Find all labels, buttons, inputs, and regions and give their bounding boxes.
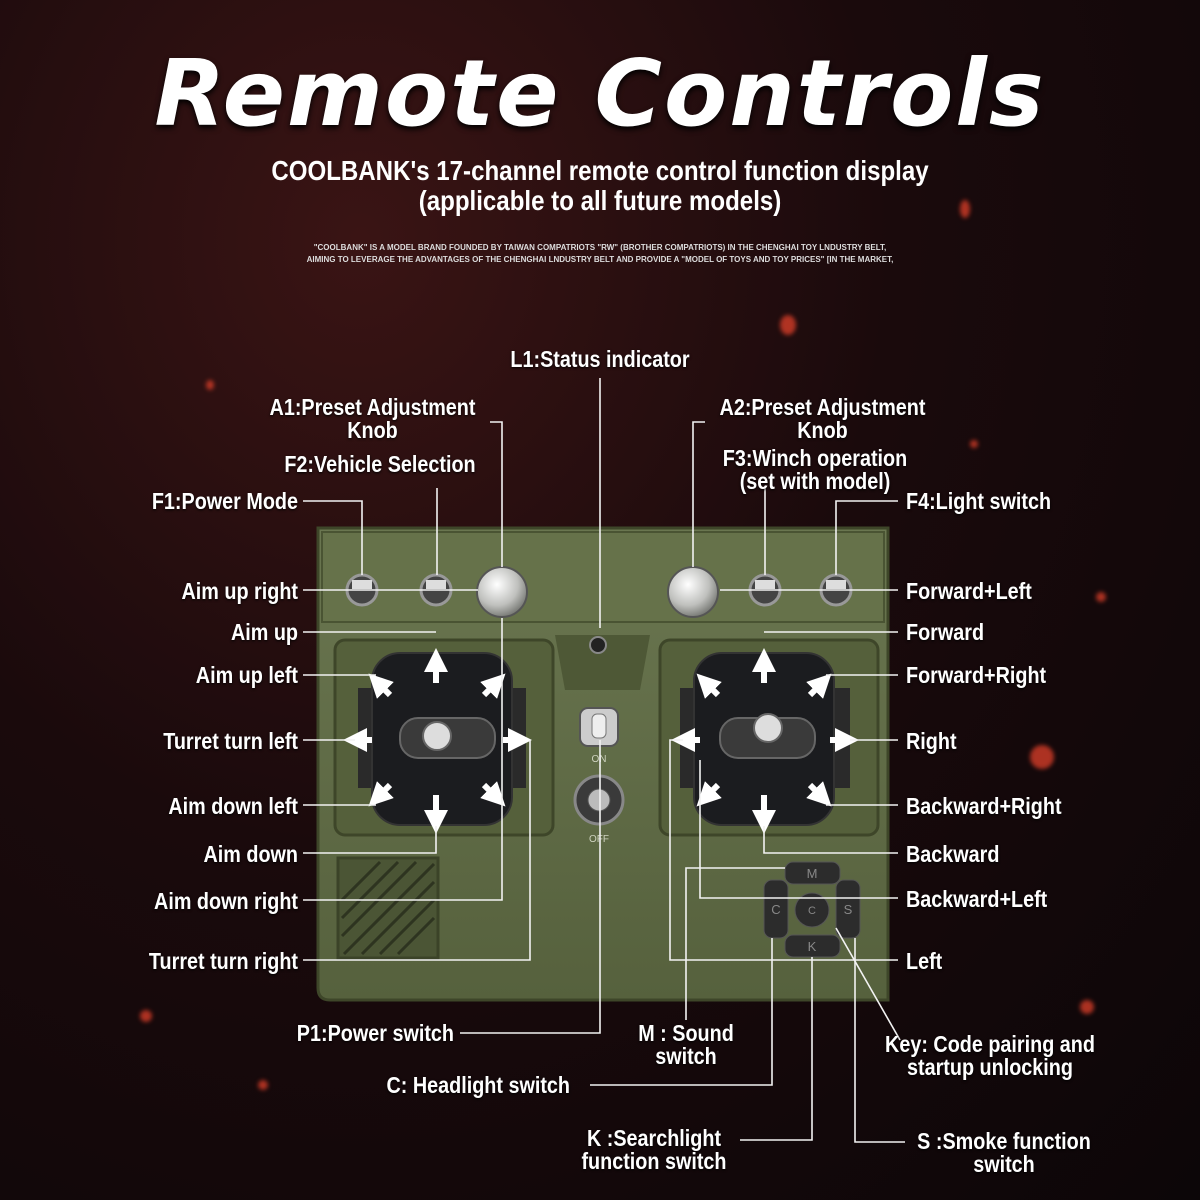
a1-knob — [476, 566, 528, 618]
label-s-line-1: S :Smoke function — [917, 1128, 1091, 1154]
m-button — [784, 861, 841, 885]
ember — [960, 200, 970, 218]
label-s-smoke-function-switch: S :Smoke function switch — [906, 1130, 1102, 1176]
label-f4-light-switch: F4:Light switch — [906, 488, 1052, 514]
label-aim-down-left: Aim down left — [168, 793, 298, 819]
svg-text:C: C — [771, 902, 780, 917]
right-joystick — [680, 652, 850, 826]
label-f2-vehicle-selection: F2:Vehicle Selection — [284, 451, 476, 477]
label-aim-up-left: Aim up left — [195, 662, 298, 688]
label-aim-up-right: Aim up right — [181, 578, 298, 604]
label-key-line-2: startup unlocking — [907, 1054, 1073, 1080]
label-key-line-1: Key: Code pairing and — [885, 1031, 1095, 1057]
brand-note-line-2: AIMING TO LEVERAGE THE ADVANTAGES OF THE… — [306, 255, 894, 264]
ember — [970, 440, 978, 448]
center-bay — [555, 635, 650, 690]
ember — [780, 315, 796, 335]
label-left: Left — [906, 948, 943, 974]
ember — [258, 1080, 268, 1090]
status-indicator-light — [589, 636, 607, 654]
label-key-code-pairing: Key: Code pairing and startup unlocking — [874, 1033, 1106, 1079]
label-forward-left: Forward+Left — [906, 578, 1032, 604]
label-c-headlight-switch: C: Headlight switch — [386, 1072, 570, 1098]
label-s-line-2: switch — [973, 1151, 1035, 1177]
label-f3-line-1: F3:Winch operation — [722, 445, 908, 471]
ember — [1096, 592, 1106, 602]
label-backward-left: Backward+Left — [906, 886, 1048, 912]
label-a1-preset-knob: A1:Preset Adjustment Knob — [259, 396, 487, 442]
ember — [1030, 745, 1054, 769]
brand-note: "COOLBANK" IS A MODEL BRAND FOUNDED BY T… — [100, 242, 1100, 266]
leader-lines — [303, 378, 905, 1143]
label-forward: Forward — [906, 619, 985, 645]
a2-knob — [667, 566, 719, 618]
label-k-searchlight-switch: K :Searchlight function switch — [556, 1127, 752, 1173]
label-f1-power-mode: F1:Power Mode — [151, 488, 298, 514]
label-f3-line-2: (set with model) — [739, 468, 891, 494]
ember — [1080, 1000, 1094, 1014]
subtitle-line-2: (applicable to all future models) — [418, 185, 782, 216]
label-k-line-1: K :Searchlight — [586, 1125, 722, 1151]
svg-text:K: K — [808, 939, 817, 954]
label-aim-up: Aim up — [230, 619, 298, 645]
off-label: OFF — [589, 834, 609, 845]
label-l1-status-indicator: L1:Status indicator — [510, 346, 690, 372]
c-button — [763, 879, 789, 939]
label-a1-line-1: A1:Preset Adjustment — [269, 394, 476, 420]
label-k-line-2: function switch — [581, 1148, 727, 1174]
ember — [140, 1010, 152, 1022]
label-a2-line-1: A2:Preset Adjustment — [719, 394, 926, 420]
label-m-line-1: M : Sound — [638, 1020, 734, 1046]
svg-text:S: S — [844, 902, 853, 917]
brand-note-line-1: "COOLBANK" IS A MODEL BRAND FOUNDED BY T… — [313, 243, 887, 252]
label-right: Right — [906, 728, 957, 754]
button-pad — [763, 861, 861, 958]
ember — [206, 380, 214, 390]
right-direction-arrows — [671, 648, 859, 834]
subtitle: COOLBANK's 17-channel remote control fun… — [84, 156, 1116, 216]
label-a1-line-2: Knob — [347, 417, 398, 443]
label-turret-turn-right: Turret turn right — [148, 948, 298, 974]
s-button — [835, 879, 861, 939]
key-button — [794, 892, 830, 928]
subtitle-line-1: COOLBANK's 17-channel remote control fun… — [271, 155, 929, 186]
svg-text:C: C — [808, 905, 816, 917]
top-ridge — [321, 531, 885, 623]
label-m-line-2: switch — [655, 1043, 717, 1069]
page-title: Remote Controls — [154, 40, 1046, 147]
label-backward-right: Backward+Right — [906, 793, 1062, 819]
label-backward: Backward — [906, 841, 1000, 867]
label-m-sound-switch: M : Sound switch — [612, 1022, 760, 1068]
label-turret-turn-left: Turret turn left — [163, 728, 298, 754]
on-label: ON — [592, 754, 607, 765]
left-joystick — [358, 652, 526, 826]
label-f3-winch-operation: F3:Winch operation (set with model) — [708, 447, 923, 493]
label-aim-down-right: Aim down right — [154, 888, 298, 914]
label-forward-right: Forward+Right — [906, 662, 1047, 688]
svg-text:M: M — [807, 866, 818, 881]
label-aim-down: Aim down — [203, 841, 298, 867]
speaker-grill — [336, 856, 440, 960]
label-p1-power-switch: P1:Power switch — [296, 1020, 454, 1046]
label-a2-preset-knob: A2:Preset Adjustment Knob — [709, 396, 937, 442]
label-a2-line-2: Knob — [797, 417, 848, 443]
left-direction-arrows — [343, 648, 532, 834]
